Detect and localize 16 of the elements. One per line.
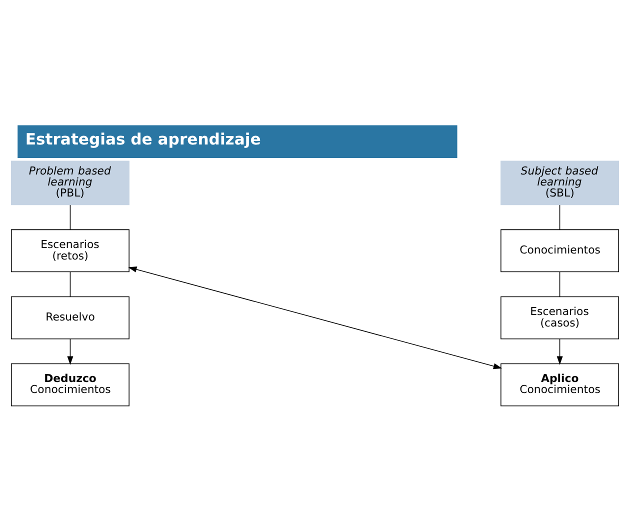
node-box: Problem based learning (PBL) bbox=[10, 160, 130, 206]
connector bbox=[70, 204, 71, 230]
connector bbox=[559, 204, 560, 230]
node-box: Aplico Conocimientos bbox=[500, 363, 620, 406]
arrow bbox=[556, 338, 563, 365]
node-box: Escenarios (retos) bbox=[10, 229, 130, 272]
arrow bbox=[67, 338, 74, 365]
node-box: Escenarios (casos) bbox=[500, 296, 620, 340]
node-box: Resuelvo bbox=[10, 296, 130, 340]
diagram-title: Estrategias de aprendizaje bbox=[25, 130, 261, 149]
arrow bbox=[128, 266, 502, 370]
node-box: Deduzco Conocimientos bbox=[10, 363, 130, 406]
connector bbox=[70, 272, 71, 298]
connector bbox=[559, 272, 560, 298]
node-box: Subject based learning (SBL) bbox=[500, 160, 620, 206]
node-box: Conocimientos bbox=[500, 229, 620, 272]
